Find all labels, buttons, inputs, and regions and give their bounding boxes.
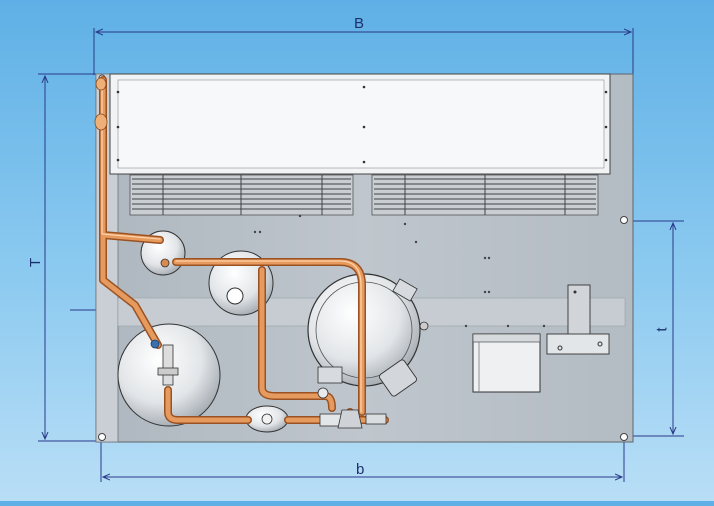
fittings [94, 77, 387, 429]
dimension-lines [38, 28, 684, 482]
mounting-bracket [546, 284, 610, 355]
corner-hole [620, 216, 628, 224]
dimension-label-bottom-width: b [356, 461, 365, 478]
condenser-unit [109, 73, 611, 175]
liquid-receiver [208, 250, 274, 316]
corner-hole [98, 433, 106, 441]
compressor [307, 273, 429, 397]
corner-hole [620, 433, 628, 441]
electrical-box [472, 333, 541, 393]
dimension-label-right-height: t [653, 327, 671, 332]
accumulator [117, 323, 221, 427]
panel-fasteners [253, 214, 546, 328]
fan-grille-left [129, 174, 354, 216]
oil-separator [245, 405, 289, 433]
dimension-label-top-width: B [354, 15, 365, 32]
fan-grille-right [371, 174, 599, 216]
dimension-label-left-height: T [27, 257, 45, 268]
